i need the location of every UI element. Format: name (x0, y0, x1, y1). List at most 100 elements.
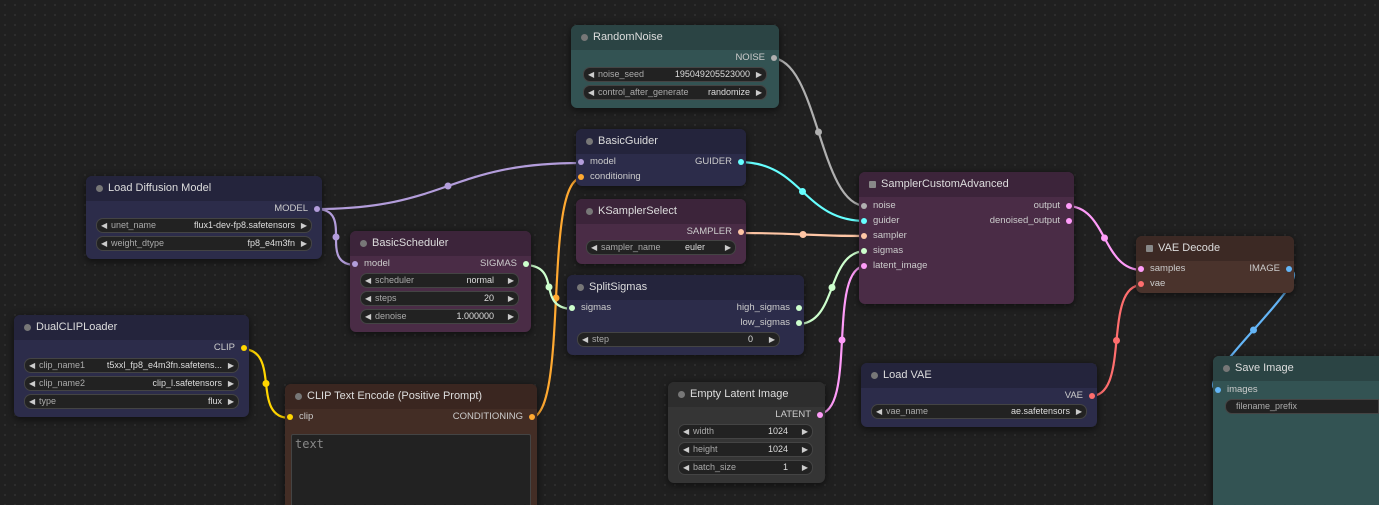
prompt-text-area[interactable]: text (291, 434, 531, 505)
arrow-right-icon[interactable]: ▶ (1075, 407, 1082, 416)
arrow-left-icon[interactable]: ◀ (101, 239, 108, 248)
link-vae-decode-center-marker[interactable] (1113, 337, 1120, 344)
output-pin-icon[interactable] (1066, 203, 1072, 209)
widget-height[interactable]: ◀ height 1024 ▶ (678, 442, 813, 457)
input-vae[interactable]: vae (1136, 277, 1165, 291)
node-random-noise[interactable]: RandomNoise NOISE ◀ noise_seed 195049205… (571, 25, 779, 108)
link-output-decode[interactable] (1066, 204, 1143, 272)
node-title[interactable]: SplitSigmas (567, 275, 804, 300)
node-title[interactable]: Empty Latent Image (668, 382, 825, 407)
input-pin-icon[interactable] (578, 159, 584, 165)
node-title[interactable]: Save Image (1213, 356, 1379, 381)
widget-vae-name[interactable]: ◀ vae_name ae.safetensors ▶ (871, 404, 1087, 419)
input-pin-icon[interactable] (861, 218, 867, 224)
input-model[interactable]: model (576, 155, 616, 169)
link-latent-center-marker[interactable] (838, 336, 846, 344)
collapse-dot-icon[interactable] (360, 240, 367, 247)
arrow-left-icon[interactable]: ◀ (876, 407, 883, 416)
node-title[interactable]: BasicGuider (576, 129, 746, 154)
arrow-left-icon[interactable]: ◀ (588, 88, 595, 97)
input-pin-icon[interactable] (861, 248, 867, 254)
arrow-left-icon[interactable]: ◀ (582, 335, 589, 344)
node-title[interactable]: Load VAE (861, 363, 1097, 388)
arrow-right-icon[interactable]: ▶ (507, 276, 514, 285)
widget-scheduler[interactable]: ◀ scheduler normal ▶ (360, 273, 519, 288)
link-sampler-center-marker[interactable] (799, 231, 807, 238)
input-latent-image[interactable]: latent_image (859, 259, 927, 273)
node-load-vae[interactable]: Load VAE VAE ◀ vae_name ae.safetensors ▶ (861, 363, 1097, 427)
output-sigmas[interactable]: SIGMAS (480, 257, 531, 271)
output-latent[interactable]: LATENT (775, 408, 825, 422)
widget-clip-name1[interactable]: ◀ clip_name1 t5xxl_fp8_e4m3fn.safetens..… (24, 358, 239, 373)
widget-noise-seed[interactable]: ◀ noise_seed 195049205523000 ▶ (583, 67, 767, 82)
collapse-dot-icon[interactable] (96, 185, 103, 192)
widget-sampler-name[interactable]: ◀ sampler_name euler ▶ (586, 240, 736, 255)
arrow-left-icon[interactable]: ◀ (29, 379, 36, 388)
node-title[interactable]: RandomNoise (571, 25, 779, 50)
output-image[interactable]: IMAGE (1249, 262, 1294, 276)
widget-type[interactable]: ◀ type flux ▶ (24, 394, 239, 409)
node-basic-guider[interactable]: BasicGuider model GUIDER conditioning (576, 129, 746, 186)
link-model-guider-center-marker[interactable] (444, 182, 452, 190)
widget-step[interactable]: ◀ step 0 ▶ (577, 332, 780, 347)
widget-control-after-generate[interactable]: ◀ control_after_generate randomize ▶ (583, 85, 767, 100)
arrow-left-icon[interactable]: ◀ (365, 312, 372, 321)
input-sampler[interactable]: sampler (859, 229, 907, 243)
arrow-left-icon[interactable]: ◀ (683, 427, 690, 436)
arrow-right-icon[interactable]: ▶ (801, 445, 808, 454)
input-noise[interactable]: noise (859, 199, 896, 213)
node-ksampler-select[interactable]: KSamplerSelect SAMPLER ◀ sampler_name eu… (576, 199, 746, 264)
node-dual-clip-loader[interactable]: DualCLIPLoader CLIP ◀ clip_name1 t5xxl_f… (14, 315, 249, 417)
output-output[interactable]: output (1034, 199, 1074, 213)
link-guider[interactable] (738, 160, 867, 223)
input-conditioning[interactable]: conditioning (576, 170, 641, 184)
output-pin-icon[interactable] (314, 206, 320, 212)
input-pin-icon[interactable] (578, 174, 584, 180)
node-title[interactable]: BasicScheduler (350, 231, 531, 256)
node-title[interactable]: KSamplerSelect (576, 199, 746, 224)
arrow-right-icon[interactable]: ▶ (300, 221, 307, 230)
output-pin-icon[interactable] (796, 320, 802, 326)
link-output-decode-center-marker[interactable] (1101, 234, 1108, 242)
node-load-diffusion-model[interactable]: Load Diffusion Model MODEL ◀ unet_name f… (86, 176, 322, 259)
collapse-dot-icon[interactable] (586, 138, 593, 145)
node-title[interactable]: DualCLIPLoader (14, 315, 249, 340)
node-basic-scheduler[interactable]: BasicScheduler model SIGMAS ◀ scheduler … (350, 231, 531, 332)
link-sigmas-split-center-marker[interactable] (545, 283, 553, 291)
widget-unet-name[interactable]: ◀ unet_name flux1-dev-fp8.safetensors ▶ (96, 218, 312, 233)
collapse-dot-icon[interactable] (577, 284, 584, 291)
collapse-square-icon[interactable] (1146, 245, 1153, 252)
output-clip[interactable]: CLIP (214, 341, 249, 355)
collapse-dot-icon[interactable] (1223, 365, 1230, 372)
collapse-dot-icon[interactable] (586, 208, 593, 215)
input-pin-icon[interactable] (569, 305, 575, 311)
link-low-sigmas[interactable] (797, 249, 867, 326)
widget-denoise[interactable]: ◀ denoise 1.000000 ▶ (360, 309, 519, 324)
input-pin-icon[interactable] (861, 233, 867, 239)
output-pin-icon[interactable] (523, 261, 529, 267)
output-pin-icon[interactable] (817, 412, 823, 418)
collapse-dot-icon[interactable] (678, 391, 685, 398)
output-pin-icon[interactable] (529, 414, 535, 420)
link-image-save-center-marker[interactable] (1250, 326, 1257, 334)
collapse-dot-icon[interactable] (581, 34, 588, 41)
input-pin-icon[interactable] (861, 263, 867, 269)
arrow-right-icon[interactable]: ▶ (227, 361, 234, 370)
output-guider[interactable]: GUIDER (695, 155, 746, 169)
collapse-square-icon[interactable] (869, 181, 876, 188)
node-clip-text-encode[interactable]: CLIP Text Encode (Positive Prompt) clip … (285, 384, 537, 505)
node-title[interactable]: SamplerCustomAdvanced (859, 172, 1074, 197)
node-save-image[interactable]: Save Image images filename_prefix (1213, 356, 1379, 505)
output-pin-icon[interactable] (771, 55, 777, 61)
output-pin-icon[interactable] (738, 159, 744, 165)
widget-batch-size[interactable]: ◀ batch_size 1 ▶ (678, 460, 813, 475)
arrow-right-icon[interactable]: ▶ (768, 335, 775, 344)
node-title[interactable]: CLIP Text Encode (Positive Prompt) (285, 384, 537, 409)
node-sampler-custom-advanced[interactable]: SamplerCustomAdvanced noise output guide… (859, 172, 1074, 304)
arrow-right-icon[interactable]: ▶ (507, 312, 514, 321)
output-conditioning[interactable]: CONDITIONING (453, 410, 537, 424)
output-low-sigmas[interactable]: low_sigmas (740, 316, 804, 330)
link-model-scheduler-center-marker[interactable] (332, 233, 340, 241)
arrow-right-icon[interactable]: ▶ (801, 463, 808, 472)
arrow-right-icon[interactable]: ▶ (507, 294, 514, 303)
